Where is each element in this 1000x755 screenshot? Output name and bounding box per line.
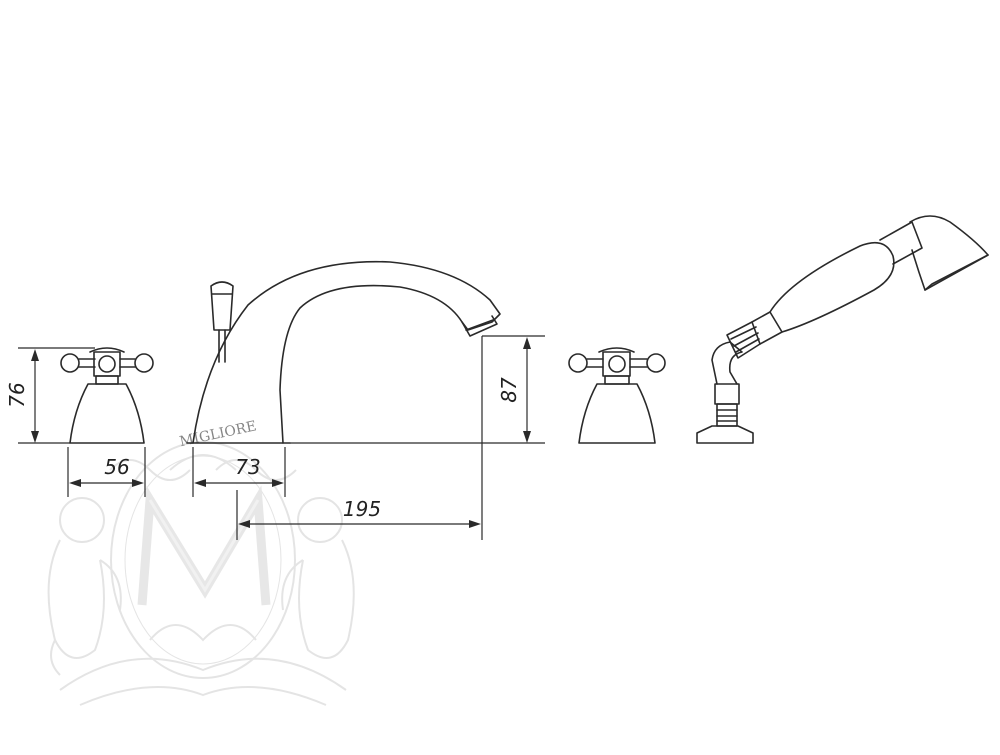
dimension-lines (18, 335, 545, 540)
migliore-watermark: MIGLIORE (47, 418, 355, 706)
dimension-56-label: 56 (104, 455, 129, 479)
watermark-brand: MIGLIORE (178, 418, 258, 450)
diverter-knob (210, 281, 234, 363)
left-cross-handle-valve (60, 347, 154, 444)
dimension-73-label: 73 (235, 455, 260, 479)
dimension-87-label: 87 (497, 377, 521, 403)
dimension-arrows (31, 337, 531, 528)
right-cross-handle-valve (568, 347, 666, 444)
dimension-195-label: 195 (343, 497, 381, 521)
dimension-76-label: 76 (5, 382, 29, 407)
spout (186, 260, 501, 444)
hand-shower (696, 215, 989, 444)
